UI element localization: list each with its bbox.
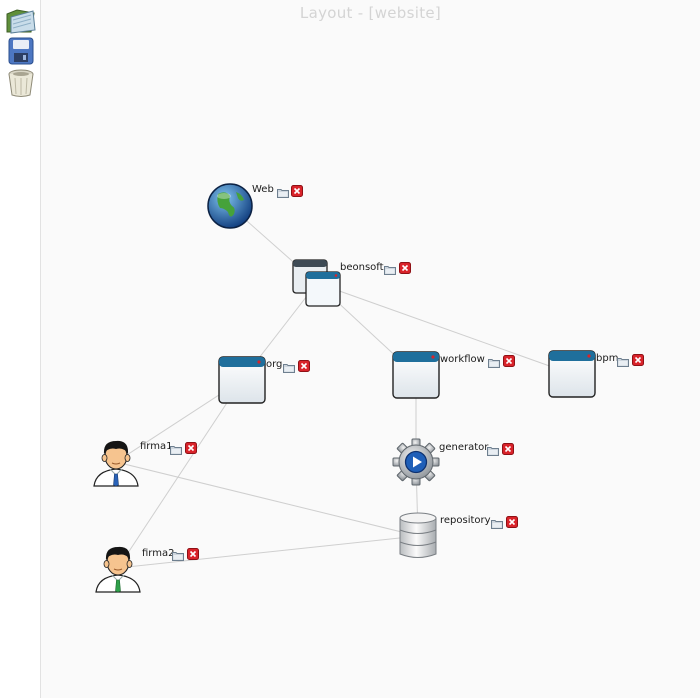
globe-icon[interactable] [206, 182, 254, 230]
edge-firma1-repository [115, 461, 419, 537]
folder-icon[interactable] [617, 352, 629, 371]
save-icon[interactable] [4, 36, 38, 68]
open-icon[interactable] [4, 6, 38, 38]
window-icon[interactable] [548, 350, 596, 398]
delete-icon[interactable] [298, 357, 310, 376]
edge-beonsoft-bpm [316, 282, 573, 375]
folder-icon[interactable] [384, 260, 396, 279]
folder-icon[interactable] [172, 546, 184, 565]
delete-icon[interactable] [291, 182, 303, 201]
folder-icon[interactable] [170, 440, 182, 459]
delete-icon[interactable] [185, 439, 197, 458]
node-label-bpm: bpm [596, 353, 619, 364]
node-label-web: Web [252, 184, 274, 195]
node-label-repository: repository [440, 515, 491, 526]
folder-icon[interactable] [488, 353, 500, 372]
edge-firma2-repository [117, 535, 419, 569]
edge-org-firma2 [117, 379, 243, 569]
node-label-firma1: firma1 [140, 441, 173, 452]
database-icon[interactable] [398, 511, 438, 561]
window-icon[interactable] [392, 351, 440, 399]
delete-icon[interactable] [399, 259, 411, 278]
diagram-title: Layout - [website] [299, 4, 442, 22]
delete-icon[interactable] [506, 513, 518, 532]
node-label-org: org [266, 359, 283, 370]
delete-icon[interactable] [187, 545, 199, 564]
node-label-beonsoft: beonsoft [340, 262, 384, 273]
delete-icon[interactable] [503, 352, 515, 371]
delete-icon[interactable] [502, 440, 514, 459]
node-label-generator: generator [439, 442, 489, 453]
windows-stack-icon[interactable] [292, 259, 342, 307]
user-icon[interactable] [92, 437, 140, 487]
folder-icon[interactable] [277, 183, 289, 202]
window-icon[interactable] [218, 356, 266, 404]
folder-icon[interactable] [487, 441, 499, 460]
folder-icon[interactable] [491, 514, 503, 533]
gear-icon[interactable] [392, 438, 440, 486]
diagram-canvas: Layout - [website] Web [40, 0, 700, 698]
node-label-workflow: workflow [440, 354, 485, 365]
folder-icon[interactable] [283, 358, 295, 377]
delete-icon[interactable] [632, 351, 644, 370]
trash-icon[interactable] [4, 66, 38, 98]
user-icon[interactable] [94, 543, 142, 593]
node-label-firma2: firma2 [142, 548, 175, 559]
edge-layer [115, 205, 573, 569]
toolbar [0, 0, 40, 698]
